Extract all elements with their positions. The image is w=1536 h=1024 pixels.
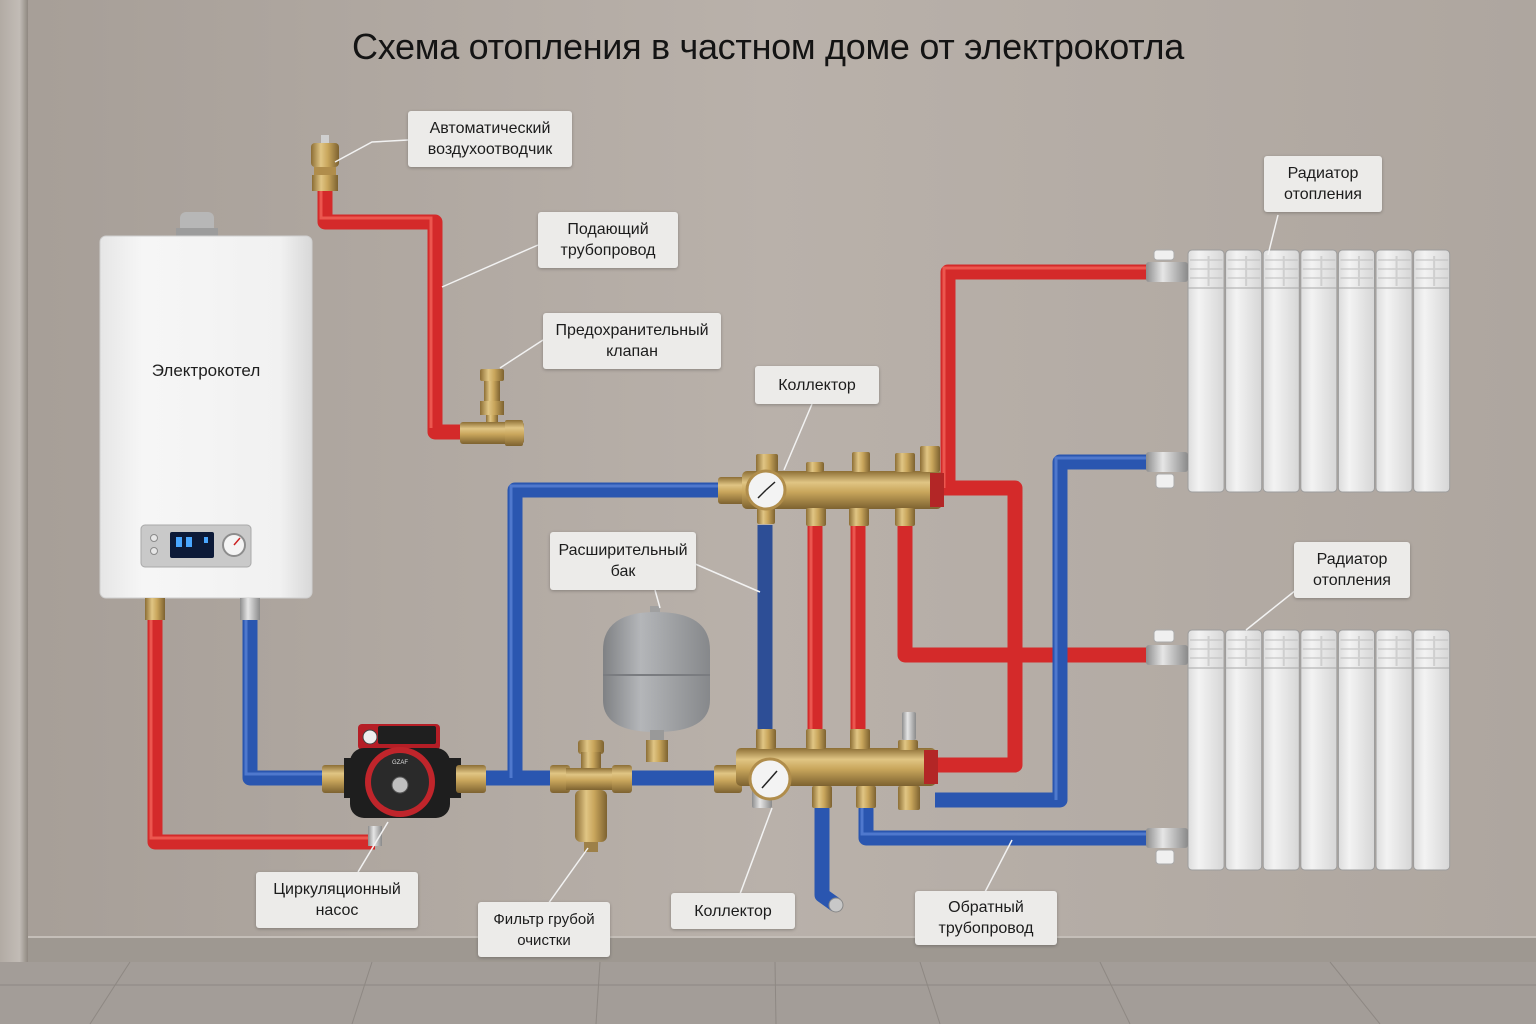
- label-collector-bottom: Коллектор: [671, 893, 795, 929]
- radiator-section: [1225, 249, 1263, 493]
- radiator-valves: [1146, 249, 1188, 865]
- boiler-button-1: [150, 534, 158, 542]
- radiator-section: [1187, 629, 1225, 871]
- supply-pipe-radiator-top: [940, 264, 1148, 488]
- leader-lines: [334, 139, 1297, 905]
- return-pipes: [242, 454, 1148, 912]
- label-pump: Циркуляционный насос: [256, 872, 418, 928]
- electric-boiler: [99, 212, 313, 620]
- supply-pipe-loop-right: [935, 480, 1023, 773]
- supply-pipe-riser: [317, 190, 470, 440]
- label-collector-top: Коллектор: [755, 366, 879, 404]
- supply-pipes: [147, 190, 1148, 850]
- supply-pipe-boiler-to-pump: [147, 612, 375, 850]
- return-pipe-boiler-to-pump: [242, 612, 330, 786]
- label-return-pipe: Обратный трубопровод: [915, 891, 1057, 945]
- radiator-section: [1262, 629, 1300, 871]
- label-supply-pipe: Подающий трубопровод: [538, 212, 678, 268]
- label-filter: Фильтр грубой очистки: [478, 902, 610, 957]
- radiator-section: [1337, 629, 1376, 871]
- boiler-label: Электрокотел: [151, 361, 261, 380]
- baseboard: [28, 937, 1536, 962]
- safety-valve: [460, 369, 524, 446]
- floor-tile-lines: [0, 961, 1536, 1024]
- floor: [0, 962, 1536, 1024]
- coarse-filter: [550, 740, 632, 852]
- boiler-button-2: [150, 547, 158, 555]
- boiler-body: [99, 235, 313, 599]
- radiator-section: [1413, 249, 1451, 493]
- return-pipe-radiator-bottom: [858, 808, 1148, 846]
- label-radiator-top: Радиатор отопления: [1264, 156, 1382, 212]
- radiator-section: [1375, 629, 1413, 871]
- svg-text:GZAF: GZAF: [392, 760, 408, 766]
- wall-pillar: [0, 0, 28, 975]
- radiator-section: [1300, 629, 1338, 871]
- radiator-section: [1375, 249, 1413, 493]
- radiator-section: [1413, 629, 1451, 871]
- radiator-section: [1300, 249, 1338, 493]
- supply-collector: [718, 446, 944, 526]
- label-radiator-bottom: Радиатор отопления: [1294, 542, 1410, 598]
- label-air-vent: Автоматический воздухоотводчик: [408, 111, 572, 167]
- radiator-section: [1225, 629, 1263, 871]
- label-expansion-tank: Расширительный бак: [550, 532, 696, 590]
- label-safety-valve: Предохранительный клапан: [543, 313, 721, 369]
- radiator-section: [1187, 249, 1225, 493]
- return-pipe-riser-to-collector: [507, 482, 725, 778]
- expansion-tank: [603, 606, 710, 762]
- automatic-air-vent: [311, 135, 339, 191]
- page-title: Схема отопления в частном доме от электр…: [352, 26, 1184, 67]
- radiator-section: [1337, 249, 1376, 493]
- radiator-bottom: [1187, 629, 1451, 871]
- return-collector: [714, 712, 938, 810]
- radiator-section: [1262, 249, 1300, 493]
- return-pipe-radiator-top: [935, 454, 1148, 808]
- radiator-top: [1187, 249, 1451, 493]
- circulation-pump: GZAF: [322, 724, 486, 846]
